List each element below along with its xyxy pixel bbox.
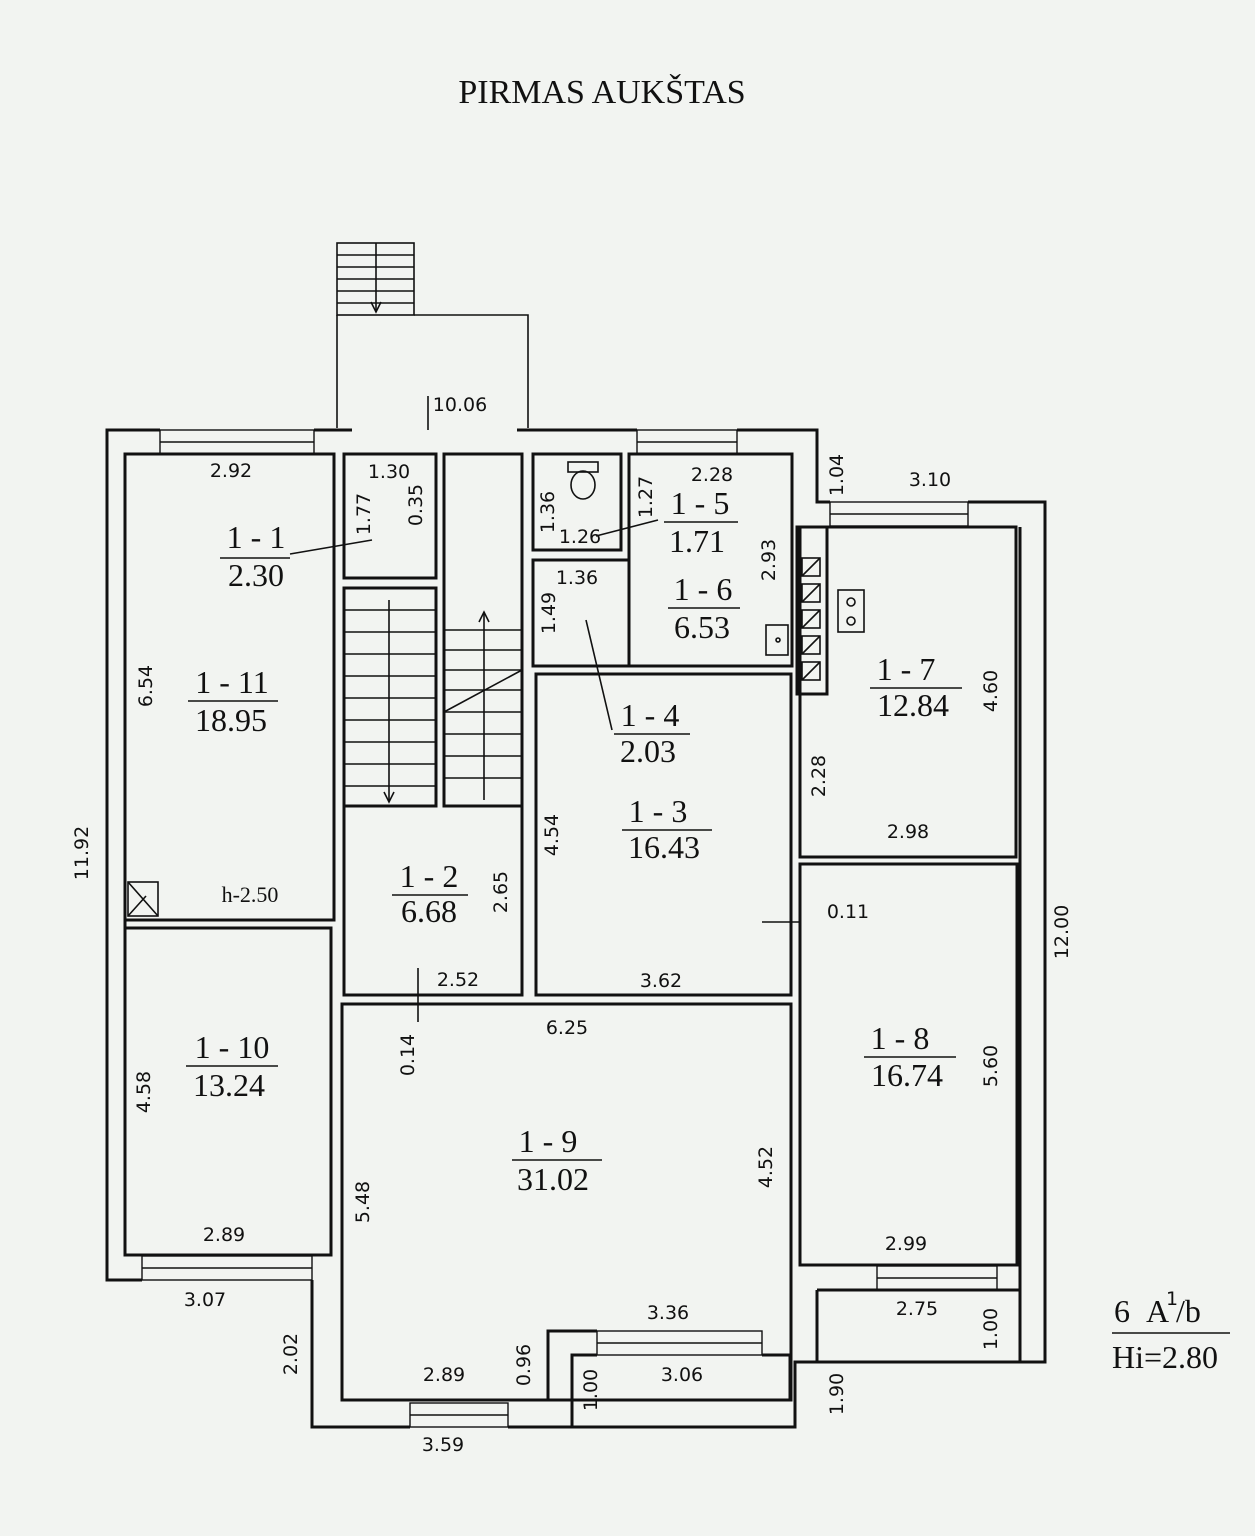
- note-number: 6: [1114, 1293, 1130, 1329]
- room-id: 1 - 1: [227, 519, 286, 555]
- room-id: 1 - 2: [400, 858, 459, 894]
- sink-icon: [837, 589, 865, 633]
- room-1-8: 1 - 8 16.74: [864, 1020, 956, 1093]
- height-note: 6 A 1 /b Hi=2.80: [1112, 1288, 1230, 1375]
- leader-lines: [289, 519, 800, 923]
- dim-3-07: 3.07: [184, 1289, 226, 1311]
- dim-12-00: 12.00: [1051, 905, 1073, 959]
- dim-10-06: 10.06: [433, 394, 487, 416]
- dim-2-89b: 2.89: [423, 1364, 465, 1386]
- room-1-6: 1 - 6 6.53: [668, 571, 740, 645]
- dim-4-58: 4.58: [133, 1071, 155, 1113]
- dim-0-35: 0.35: [405, 484, 427, 526]
- dim-2-92: 2.92: [210, 460, 252, 482]
- dim-2-89a: 2.89: [203, 1224, 245, 1246]
- room-id: 1 - 8: [871, 1020, 930, 1056]
- room-id: 1 - 11: [195, 664, 268, 700]
- note-letter: A: [1146, 1293, 1169, 1329]
- room-1-9: 1 - 9 31.02: [512, 1123, 602, 1197]
- room-1-1: 1 - 1 2.30: [220, 519, 290, 593]
- dim-0-14: 0.14: [397, 1034, 419, 1076]
- room-area: 13.24: [193, 1067, 265, 1103]
- room-1-5: 1 - 5 1.71: [664, 485, 738, 559]
- dim-3-59: 3.59: [422, 1434, 464, 1456]
- washbasin-icon: [765, 624, 789, 656]
- room-id: 1 - 3: [629, 793, 688, 829]
- room-area: 6.68: [401, 893, 457, 929]
- toilet-icon: [567, 461, 599, 500]
- dim-3-36: 3.36: [647, 1302, 689, 1324]
- room-1-4: 1 - 4 2.03: [614, 697, 690, 769]
- dim-5-60: 5.60: [980, 1045, 1002, 1087]
- dim-4-60: 4.60: [980, 670, 1002, 712]
- room-id: 1 - 9: [519, 1123, 578, 1159]
- interior-staircase: [344, 600, 523, 804]
- room-area: 18.95: [195, 702, 267, 738]
- dim-3-10: 3.10: [909, 469, 951, 491]
- dim-1-04: 1.04: [826, 454, 848, 496]
- ceiling-height-note: h-2.50: [222, 882, 279, 907]
- dim-1-36b: 1.36: [556, 567, 598, 589]
- boiler-stack-icon: [801, 557, 821, 681]
- dim-1-00a: 1.00: [980, 1308, 1002, 1350]
- dim-2-98: 2.98: [887, 821, 929, 843]
- dim-4-54: 4.54: [541, 814, 563, 856]
- dim-1-36a: 1.36: [537, 491, 559, 533]
- outer-walls: [105, 428, 1047, 1429]
- room-area: 1.71: [669, 523, 725, 559]
- interior-walls: [123, 452, 1020, 1427]
- dim-0-11: 0.11: [827, 901, 869, 923]
- dim-1-77: 1.77: [353, 493, 375, 535]
- chimney-icon: [127, 881, 159, 917]
- dim-2-65: 2.65: [490, 871, 512, 913]
- dim-1-00b: 1.00: [580, 1369, 602, 1411]
- dim-2-75: 2.75: [896, 1298, 938, 1320]
- note-superscript: 1: [1166, 1288, 1178, 1310]
- room-labels: 1 - 1 2.30 1 - 2 6.68 1 - 3 16.43 1 - 4 …: [186, 485, 962, 1197]
- room-1-7: 1 - 7 12.84: [870, 651, 962, 723]
- dimension-labels: 10.06 2.92 1.30 1.26 2.28 3.10 1.36 2.98…: [71, 394, 1073, 1456]
- dim-1-49: 1.49: [538, 592, 560, 634]
- dim-2-02: 2.02: [280, 1333, 302, 1375]
- dim-2-93: 2.93: [758, 539, 780, 581]
- dim-1-26: 1.26: [559, 526, 601, 548]
- room-area: 31.02: [517, 1161, 589, 1197]
- dim-6-54: 6.54: [135, 665, 157, 707]
- dim-5-48: 5.48: [352, 1181, 374, 1223]
- room-id: 1 - 4: [621, 697, 680, 733]
- room-area: 16.43: [628, 829, 700, 865]
- room-area: 2.30: [228, 557, 284, 593]
- plan-title: PIRMAS AUKŠTAS: [458, 73, 745, 111]
- dim-2-99: 2.99: [885, 1233, 927, 1255]
- room-1-11: 1 - 11 18.95: [188, 664, 278, 738]
- dim-11-92: 11.92: [71, 826, 93, 880]
- room-area: 16.74: [871, 1057, 943, 1093]
- room-id: 1 - 6: [674, 571, 733, 607]
- room-area: 12.84: [877, 687, 949, 723]
- dim-6-25: 6.25: [546, 1017, 588, 1039]
- room-1-3: 1 - 3 16.43: [622, 793, 712, 865]
- note-height-value: Hi=2.80: [1112, 1339, 1218, 1375]
- note-tail: /b: [1176, 1293, 1201, 1329]
- room-id: 1 - 10: [195, 1029, 270, 1065]
- room-id: 1 - 7: [877, 651, 936, 687]
- dim-2-52: 2.52: [437, 969, 479, 991]
- room-1-2: 1 - 2 6.68: [392, 858, 468, 929]
- room-1-10: 1 - 10 13.24: [186, 1029, 278, 1103]
- room-id: 1 - 5: [671, 485, 730, 521]
- dim-1-30: 1.30: [368, 461, 410, 483]
- dim-2-28b: 2.28: [808, 755, 830, 797]
- dim-0-96: 0.96: [513, 1344, 535, 1386]
- dim-1-90: 1.90: [826, 1373, 848, 1415]
- room-area: 2.03: [620, 733, 676, 769]
- dim-3-62: 3.62: [640, 970, 682, 992]
- room-area: 6.53: [674, 609, 730, 645]
- dim-2-28a: 2.28: [691, 464, 733, 486]
- dim-1-27: 1.27: [635, 476, 657, 518]
- entrance-stairs: [336, 242, 529, 428]
- dim-3-06: 3.06: [661, 1364, 703, 1386]
- dim-4-52: 4.52: [755, 1146, 777, 1188]
